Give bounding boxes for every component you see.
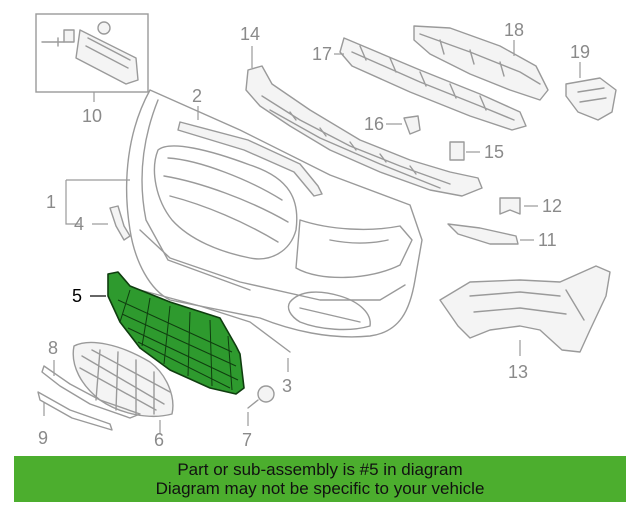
part-17-absorber[interactable] [334,37,527,131]
callout-3: 3 [282,376,292,396]
callout-7: 7 [242,430,252,450]
part-8-trim[interactable] [41,360,141,419]
callout-9: 9 [38,428,48,448]
part-12-clip[interactable] [499,197,538,215]
parts-diagram: 1 2 3 4 5 6 7 8 9 10 11 12 13 14 15 16 1… [35,13,617,450]
callout-11: 11 [538,230,557,250]
part-13-side-bracket[interactable] [439,265,611,356]
banner-line-2: Diagram may not be specific to your vehi… [155,479,485,498]
part-6-lower-grille[interactable] [72,341,174,434]
callout-1: 1 [46,192,56,212]
callout-14: 14 [240,24,260,44]
part-10-license-bracket[interactable] [35,13,149,102]
part-1-bumper-cover[interactable] [65,89,423,338]
callout-18: 18 [504,20,524,40]
callout-8: 8 [48,338,58,358]
part-3-lower-strip[interactable] [139,289,291,372]
part-2-upper-trim[interactable] [177,106,323,197]
part-18-absorber[interactable] [413,25,549,101]
part-5-grille-highlight[interactable] [90,271,245,395]
banner-line-1: Part or sub-assembly is #5 in diagram [177,460,463,479]
callout-12: 12 [542,196,562,216]
part-9-trim[interactable] [37,391,113,431]
part-15-clip[interactable] [449,141,480,161]
part-7-screw[interactable] [247,385,275,426]
part-16-clip[interactable] [386,115,421,135]
part-11-trim[interactable] [447,223,534,245]
part-19-bracket[interactable] [565,62,617,121]
callout-16: 16 [364,114,384,134]
callout-5: 5 [72,286,82,306]
callout-15: 15 [484,142,504,162]
callout-17: 17 [312,44,332,64]
callout-2: 2 [192,86,202,106]
callout-10: 10 [82,106,102,126]
callout-13: 13 [508,362,528,382]
part-14-upper-absorber[interactable] [245,46,483,197]
info-banner: Part or sub-assembly is #5 in diagram Di… [14,456,626,502]
callout-4: 4 [74,214,84,234]
callout-6: 6 [154,430,164,450]
part-4-bracket[interactable] [92,205,131,241]
callout-19: 19 [570,42,590,62]
